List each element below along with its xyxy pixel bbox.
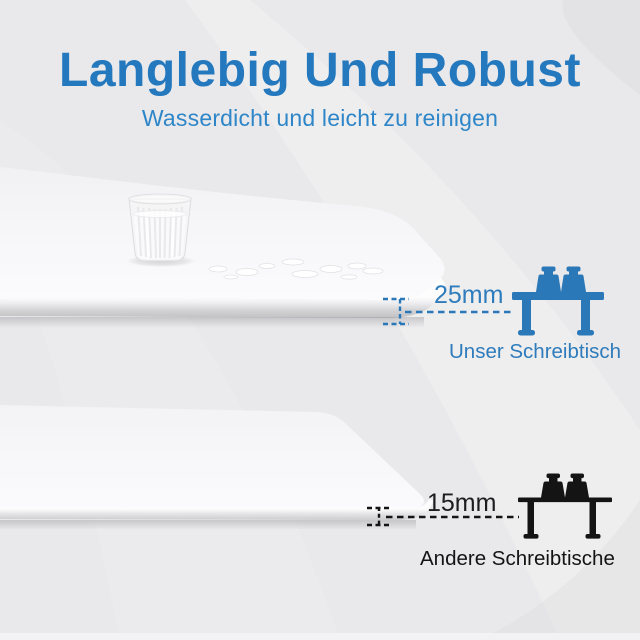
water-glass-icon xyxy=(126,193,196,267)
thickness-measure-ours xyxy=(383,297,512,326)
thin-desktop-shadow xyxy=(0,520,416,529)
water-droplets-icon xyxy=(208,258,384,280)
thick-desktop-front-edge xyxy=(0,278,446,319)
thin-desktop xyxy=(0,405,433,529)
thick-desktop-shadow xyxy=(0,317,424,328)
label-other-desks: Andere Schreibtische xyxy=(420,547,615,570)
page-title: Langlebig Und Robust xyxy=(59,44,581,97)
table-with-weights-icon xyxy=(512,266,604,336)
table-with-weights-icon xyxy=(518,473,612,539)
thickness-value-others: 15mm xyxy=(427,489,497,517)
page-subtitle: Wasserdicht und leicht zu reinigen xyxy=(141,105,499,131)
thin-desktop-surface xyxy=(0,405,425,508)
thin-desktop-front-edge xyxy=(0,498,433,520)
label-our-desk: Unser Schreibtisch xyxy=(449,340,622,363)
thickness-value-ours: 25mm xyxy=(434,281,504,309)
thickness-measure-others xyxy=(367,506,519,527)
